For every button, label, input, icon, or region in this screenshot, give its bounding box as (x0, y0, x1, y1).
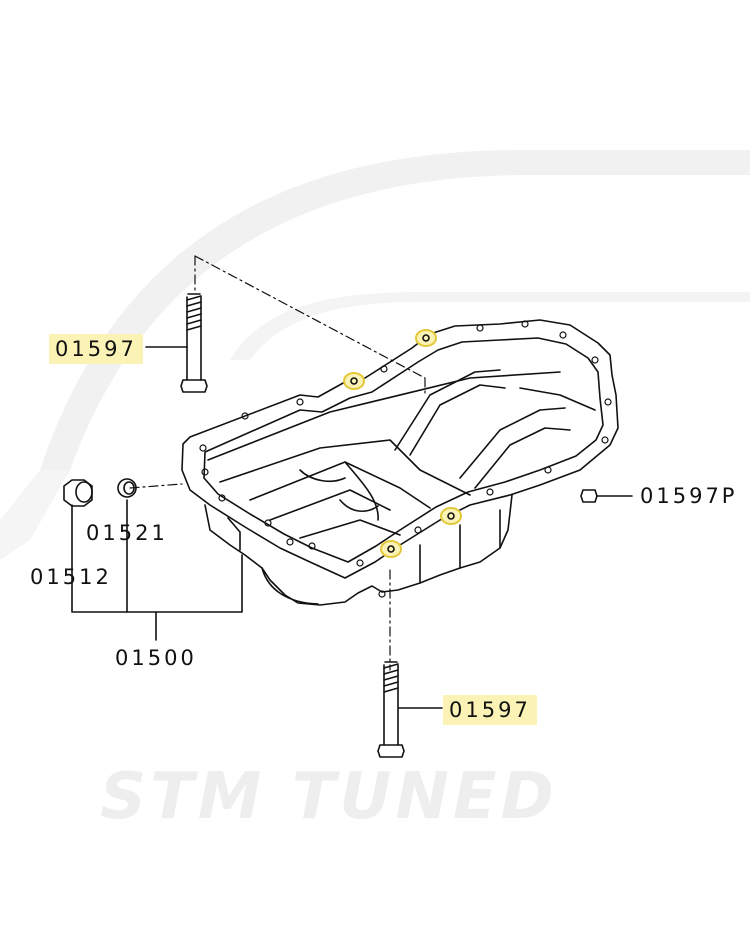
guide-lines (129, 255, 426, 671)
label-bolt-right: 01597P (640, 484, 738, 508)
oil-pan-body (204, 494, 513, 606)
bolt-bottom-drawing (377, 661, 405, 758)
bolt-right-drawing (580, 489, 633, 503)
flange-bolt-holes (199, 320, 612, 598)
watermark-text: STM TUNED (100, 760, 558, 834)
label-bolt-bottom: 01597 (443, 695, 537, 725)
gasket-drawing (117, 478, 137, 498)
oil-pan-flange (181, 319, 619, 579)
label-oil-pan-assembly: 01500 (115, 646, 197, 670)
drain-plug-drawing (63, 479, 93, 507)
label-drain-plug: 01512 (30, 565, 112, 589)
label-gasket: 01521 (86, 521, 168, 545)
bolt-top-drawing (180, 293, 208, 393)
leader-lines (71, 346, 443, 709)
highlighted-bolt-holes (343, 329, 462, 558)
label-bolt-top: 01597 (49, 334, 143, 364)
